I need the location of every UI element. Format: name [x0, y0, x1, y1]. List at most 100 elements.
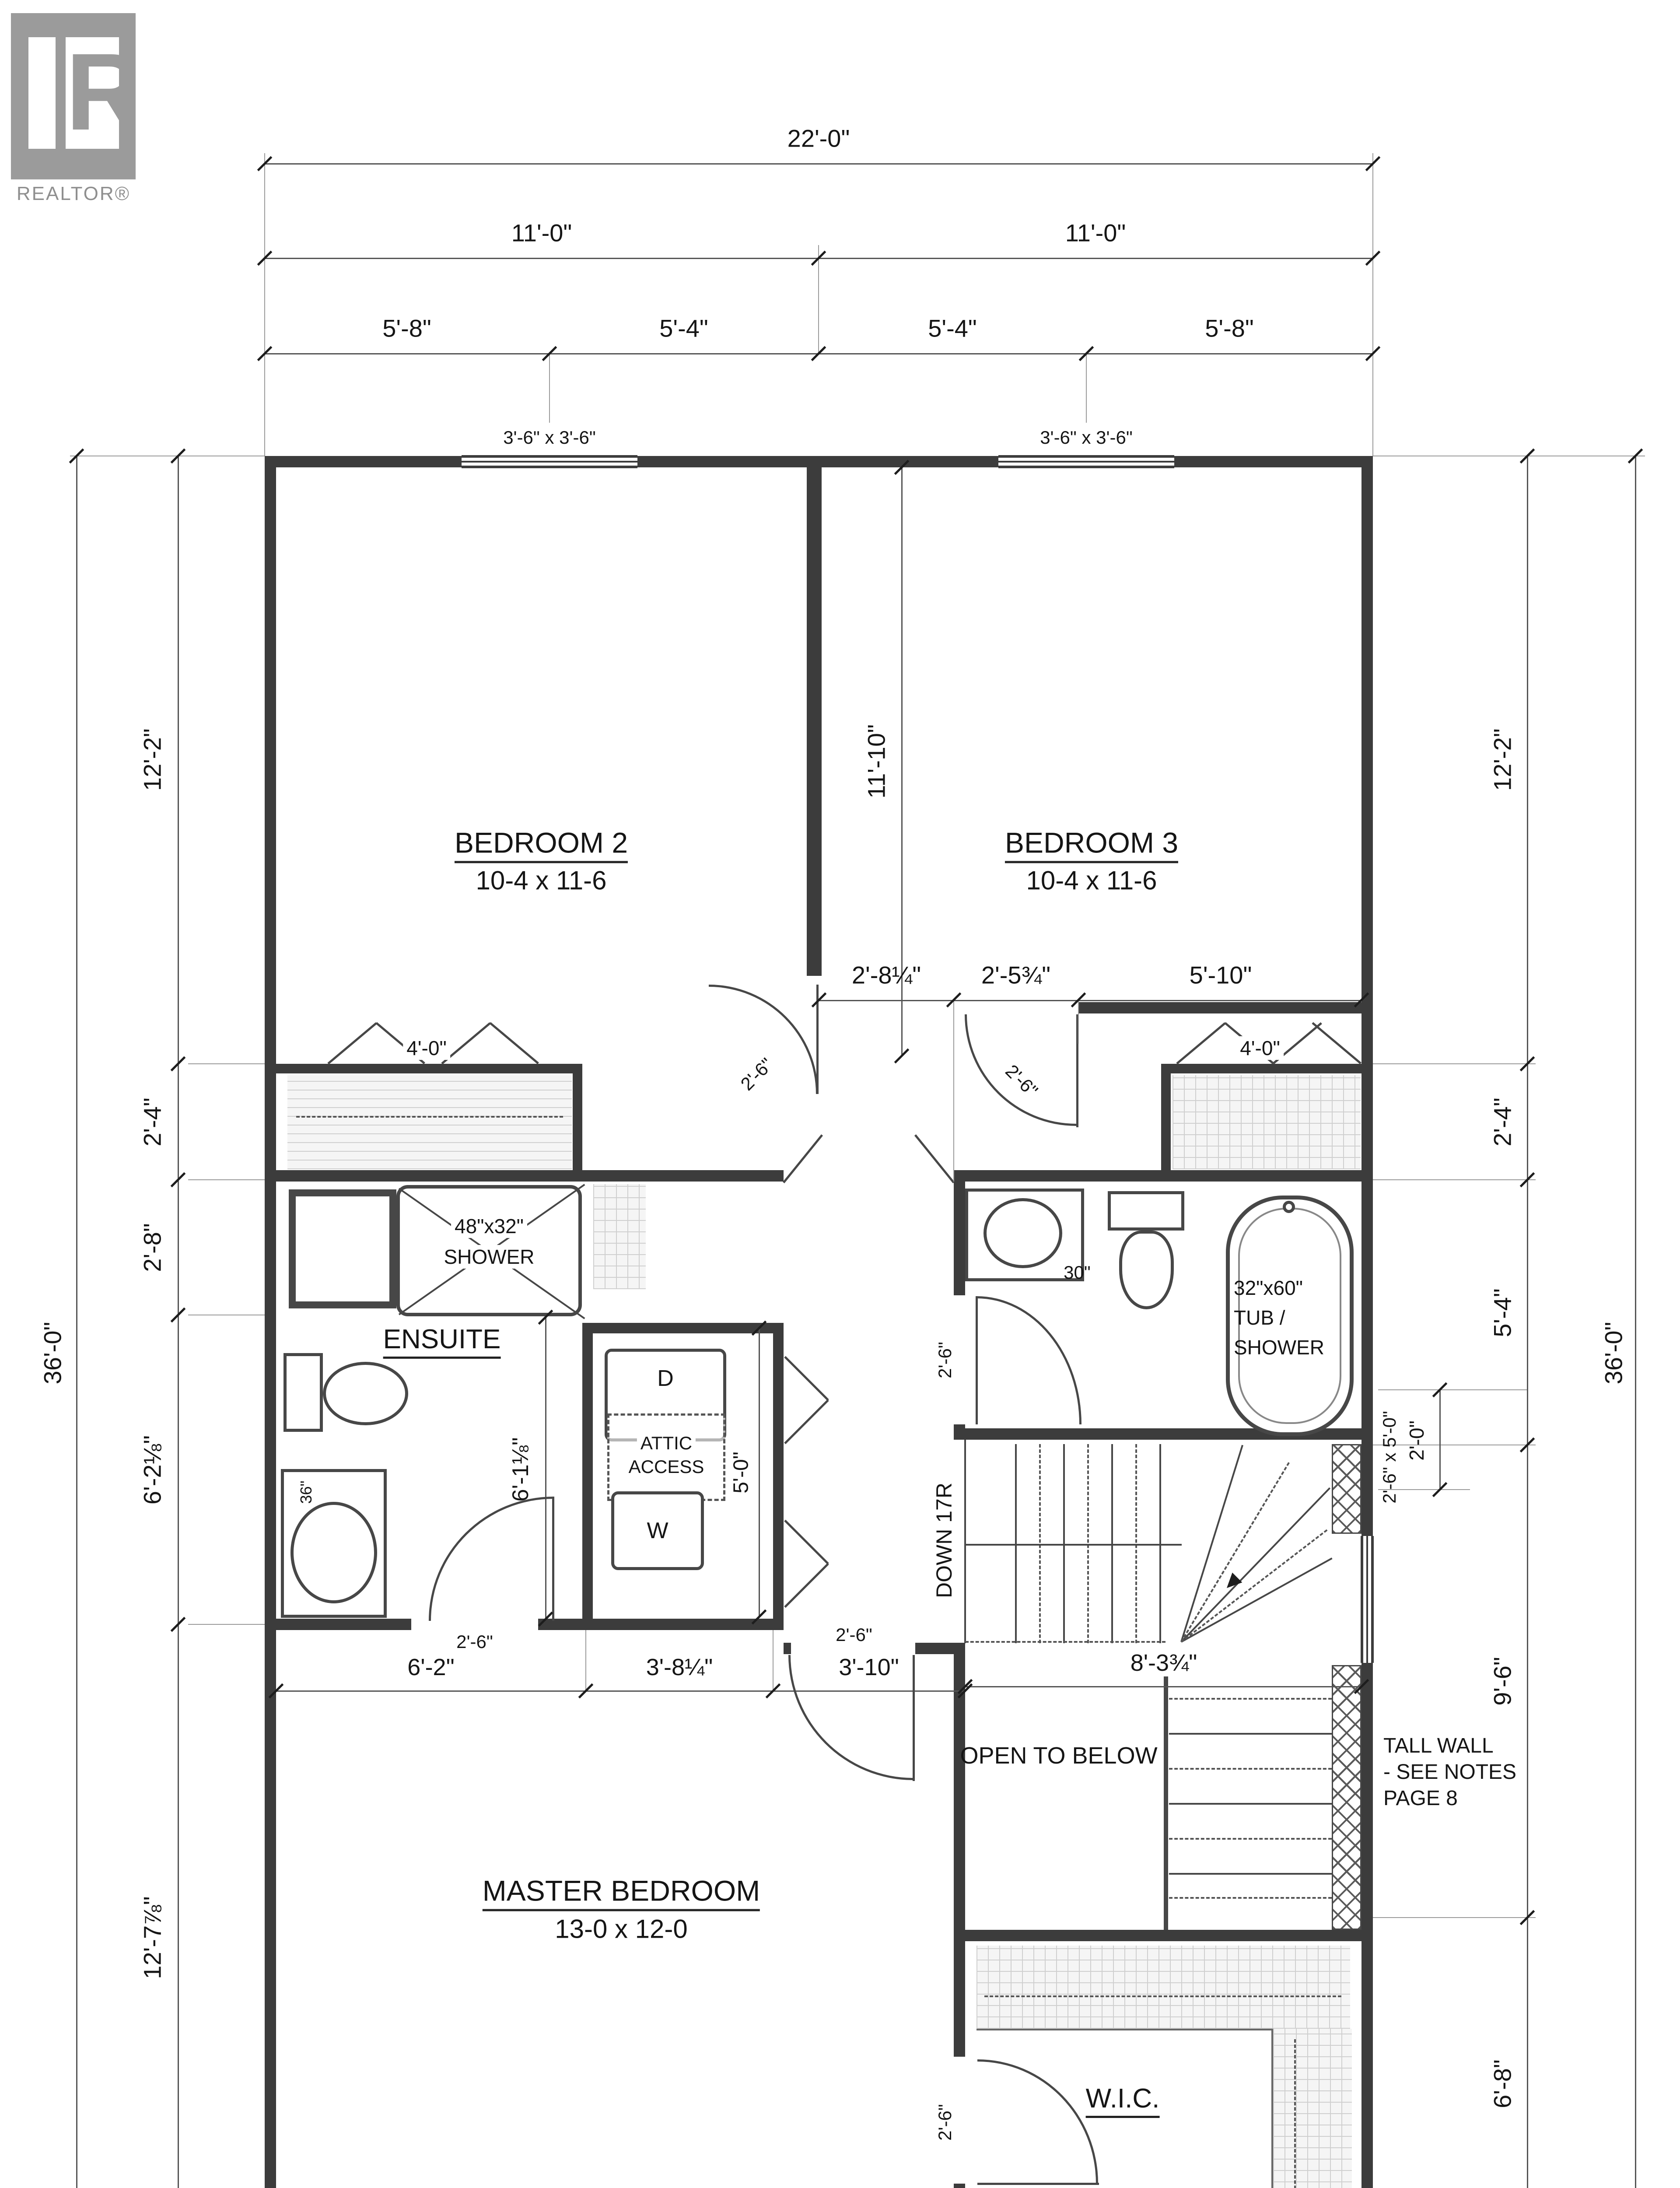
- extension-line: [953, 1000, 954, 1182]
- wall-bed2-bed3: [807, 467, 822, 976]
- door-arc: [976, 1296, 1082, 1424]
- dim-label: 8'-3¾": [1127, 1649, 1201, 1676]
- dim-label: 11'-10": [862, 724, 890, 799]
- window: [1361, 1536, 1374, 1663]
- extension-line: [264, 153, 265, 456]
- closet-shelf: [1172, 1075, 1361, 1169]
- wall-laundry-east: [773, 1323, 784, 1619]
- extension-line: [1378, 1389, 1527, 1390]
- dim-label: 5'-4": [1488, 1288, 1516, 1337]
- dim-label: 2'-5¾": [981, 961, 1051, 989]
- door-opening: [954, 1295, 965, 1424]
- window-size-label: 3'-6" x 3'-6": [1040, 427, 1133, 448]
- wall-closet-right: [1161, 1064, 1362, 1073]
- bifold-door: [489, 1022, 539, 1064]
- toilet-bowl: [323, 1362, 408, 1425]
- wall-ensuite-north: [276, 1170, 784, 1182]
- realtor-logo-icon: R: [11, 13, 136, 179]
- window: [998, 455, 1174, 468]
- wall-bed3-south: [1078, 1002, 1362, 1013]
- extension-line: [1373, 1063, 1536, 1064]
- window-size-label: 3'-6" x 3'-6": [503, 427, 596, 448]
- bifold-door: [784, 1519, 829, 1565]
- bifold-door: [784, 1563, 829, 1608]
- dim-label: 3'-8¼": [646, 1654, 713, 1680]
- dimension-line: [76, 456, 77, 2188]
- extension-line: [1078, 1000, 1079, 1044]
- toilet-tank: [1108, 1191, 1184, 1231]
- bifold-door: [784, 1399, 829, 1445]
- tiled-niche: [593, 1184, 646, 1289]
- dim-label: 12'-2": [138, 728, 166, 791]
- door-leaf: [816, 985, 819, 1094]
- window: [462, 455, 637, 468]
- door-arc: [429, 1497, 554, 1621]
- bifold-door: [784, 1356, 829, 1401]
- dim-label: 5'-4": [659, 314, 708, 342]
- wic-shelf-right: [1271, 2029, 1352, 2188]
- door-leaf: [913, 1655, 915, 1781]
- dim-label: 4'-0": [1236, 1036, 1284, 1060]
- wall-angled: [783, 1134, 823, 1184]
- window-size-label: 2'-6" x 5'-0": [1379, 1411, 1400, 1504]
- extension-line: [188, 1624, 265, 1625]
- bifold-door: [1176, 1022, 1226, 1065]
- dim-label: 2'-4": [138, 1098, 166, 1147]
- closet-shelf: [287, 1075, 572, 1169]
- dim-label: 2'-8": [138, 1223, 166, 1272]
- stair-tread-dashed: [1169, 1698, 1332, 1700]
- wall-openbelow-west: [954, 1654, 965, 1930]
- dim-label: 5'-8": [382, 314, 431, 342]
- tall-wall-note: PAGE 8: [1383, 1787, 1458, 1810]
- dim-label: 4'-0": [403, 1036, 450, 1060]
- fixture-label: 30": [1064, 1262, 1091, 1283]
- wic-rod: [1294, 2039, 1296, 2188]
- attic-label: ACCESS: [625, 1456, 708, 1477]
- room-label-ensuite: ENSUITE: [383, 1324, 501, 1359]
- room-label-bedroom3: BEDROOM 3: [1004, 826, 1179, 863]
- extension-line: [585, 1630, 586, 1691]
- sink: [290, 1502, 377, 1603]
- dim-label: 12'-7⅞": [138, 1896, 166, 1979]
- room-size-bedroom2: 10-4 x 11-6: [476, 866, 607, 895]
- dim-label: 6'-2": [407, 1654, 455, 1680]
- closet-rod: [296, 1116, 563, 1118]
- fixture-label: W: [647, 1518, 668, 1543]
- stair-tread: [1015, 1444, 1017, 1643]
- fixture-label: 32"x60": [1234, 1276, 1303, 1299]
- door-opening: [954, 2057, 965, 2184]
- wall-laundry-west: [582, 1323, 593, 1619]
- tub-inner: [1238, 1208, 1341, 1424]
- bifold-door: [327, 1022, 377, 1065]
- toilet-tank: [284, 1353, 323, 1432]
- stair-tread-dashed: [1039, 1444, 1041, 1643]
- dim-label: 12'-2": [1488, 728, 1516, 791]
- wic-shelf-top: [976, 1946, 1350, 2030]
- sink: [984, 1198, 1062, 1268]
- tub-faucet: [1283, 1201, 1295, 1213]
- door-size-label: 2'-6": [934, 1342, 955, 1378]
- tall-wall-note: - SEE NOTES: [1383, 1760, 1517, 1784]
- dim-label: 2'-8¼": [851, 961, 921, 989]
- realtor-wordmark: REALTOR®: [16, 183, 131, 204]
- extension-line: [549, 353, 550, 423]
- stair-divider: [1164, 1654, 1168, 1930]
- fixture-label: TUB /: [1234, 1306, 1285, 1329]
- dim-label: 22'-0": [787, 124, 850, 152]
- dimension-line: [901, 467, 903, 1056]
- wall-closet-left-side: [573, 1064, 582, 1180]
- dimension-line: [265, 163, 1373, 165]
- dimension-line: [178, 456, 179, 2188]
- stair-stringer: [964, 1440, 966, 1643]
- wall-closet-left: [276, 1064, 582, 1073]
- wall-wic-north: [954, 1930, 1362, 1941]
- stair-tread: [1169, 1733, 1332, 1735]
- dimension-line: [819, 1000, 1362, 1001]
- dimension-line: [1527, 456, 1528, 2188]
- dim-label: 11'-0": [511, 219, 572, 247]
- exterior-wall-left: [265, 456, 276, 2188]
- tall-wall-hatch: [1332, 1444, 1362, 1534]
- dim-label: 9'-6": [1488, 1657, 1516, 1706]
- toilet-bowl: [1119, 1231, 1174, 1309]
